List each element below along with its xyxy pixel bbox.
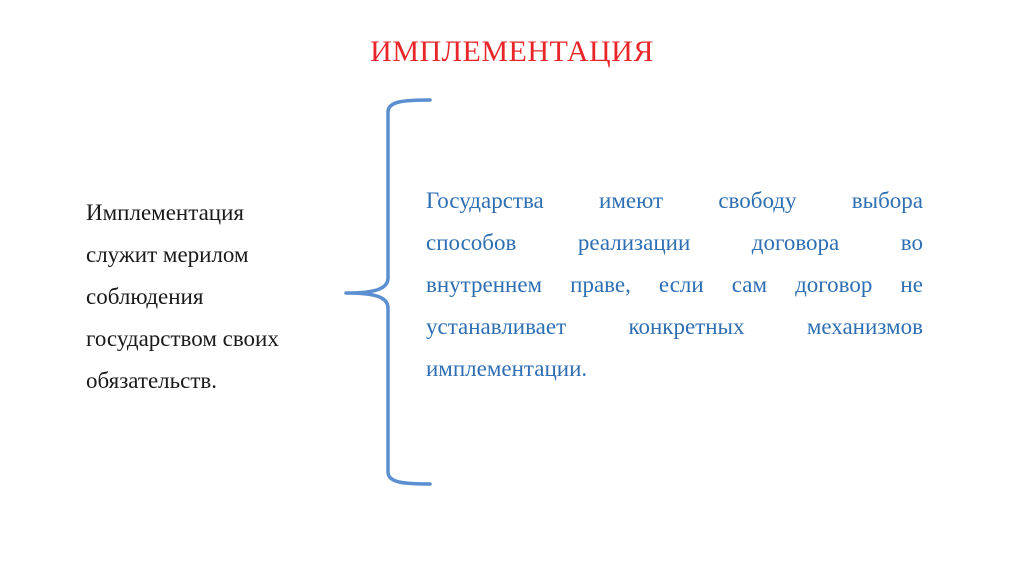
left-text-line: соблюдения	[86, 284, 204, 309]
right-text-line: способов реализации договора во	[426, 222, 923, 264]
right-text-line: внутреннем праве, если сам договор не	[426, 264, 923, 306]
left-text-line: Имплементация	[86, 200, 244, 225]
word: договора	[751, 230, 840, 255]
word: устанавливает	[426, 314, 567, 339]
left-text-line: государством своих	[86, 326, 279, 351]
word: Государства	[426, 188, 544, 213]
right-text-line: устанавливает конкретных механизмов	[426, 306, 923, 348]
right-text-line: имплементации.	[426, 348, 923, 390]
word: сам	[731, 272, 768, 297]
right-text-block: Государства имеют свободу выбора способо…	[426, 180, 923, 390]
word: во	[900, 230, 923, 255]
word: имплементации.	[426, 356, 588, 381]
word: праве,	[570, 272, 631, 297]
word: выбора	[851, 188, 923, 213]
word: если	[658, 272, 704, 297]
slide-title: ИМПЛЕМЕНТАЦИЯ	[370, 35, 654, 68]
word: реализации	[577, 230, 691, 255]
word: механизмов	[806, 314, 923, 339]
word: имеют	[599, 188, 664, 213]
word: внутреннем	[426, 272, 543, 297]
word: способов	[426, 230, 517, 255]
left-text-line: служит мерилом	[86, 242, 249, 267]
right-text-line: Государства имеют свободу выбора	[426, 180, 923, 222]
word: свободу	[718, 188, 797, 213]
word: не	[900, 272, 923, 297]
left-text-line: обязательств.	[86, 368, 218, 393]
left-text-block: Имплементация служит мерилом соблюдения …	[86, 192, 326, 402]
word: конкретных	[628, 314, 745, 339]
word: договор	[795, 272, 873, 297]
